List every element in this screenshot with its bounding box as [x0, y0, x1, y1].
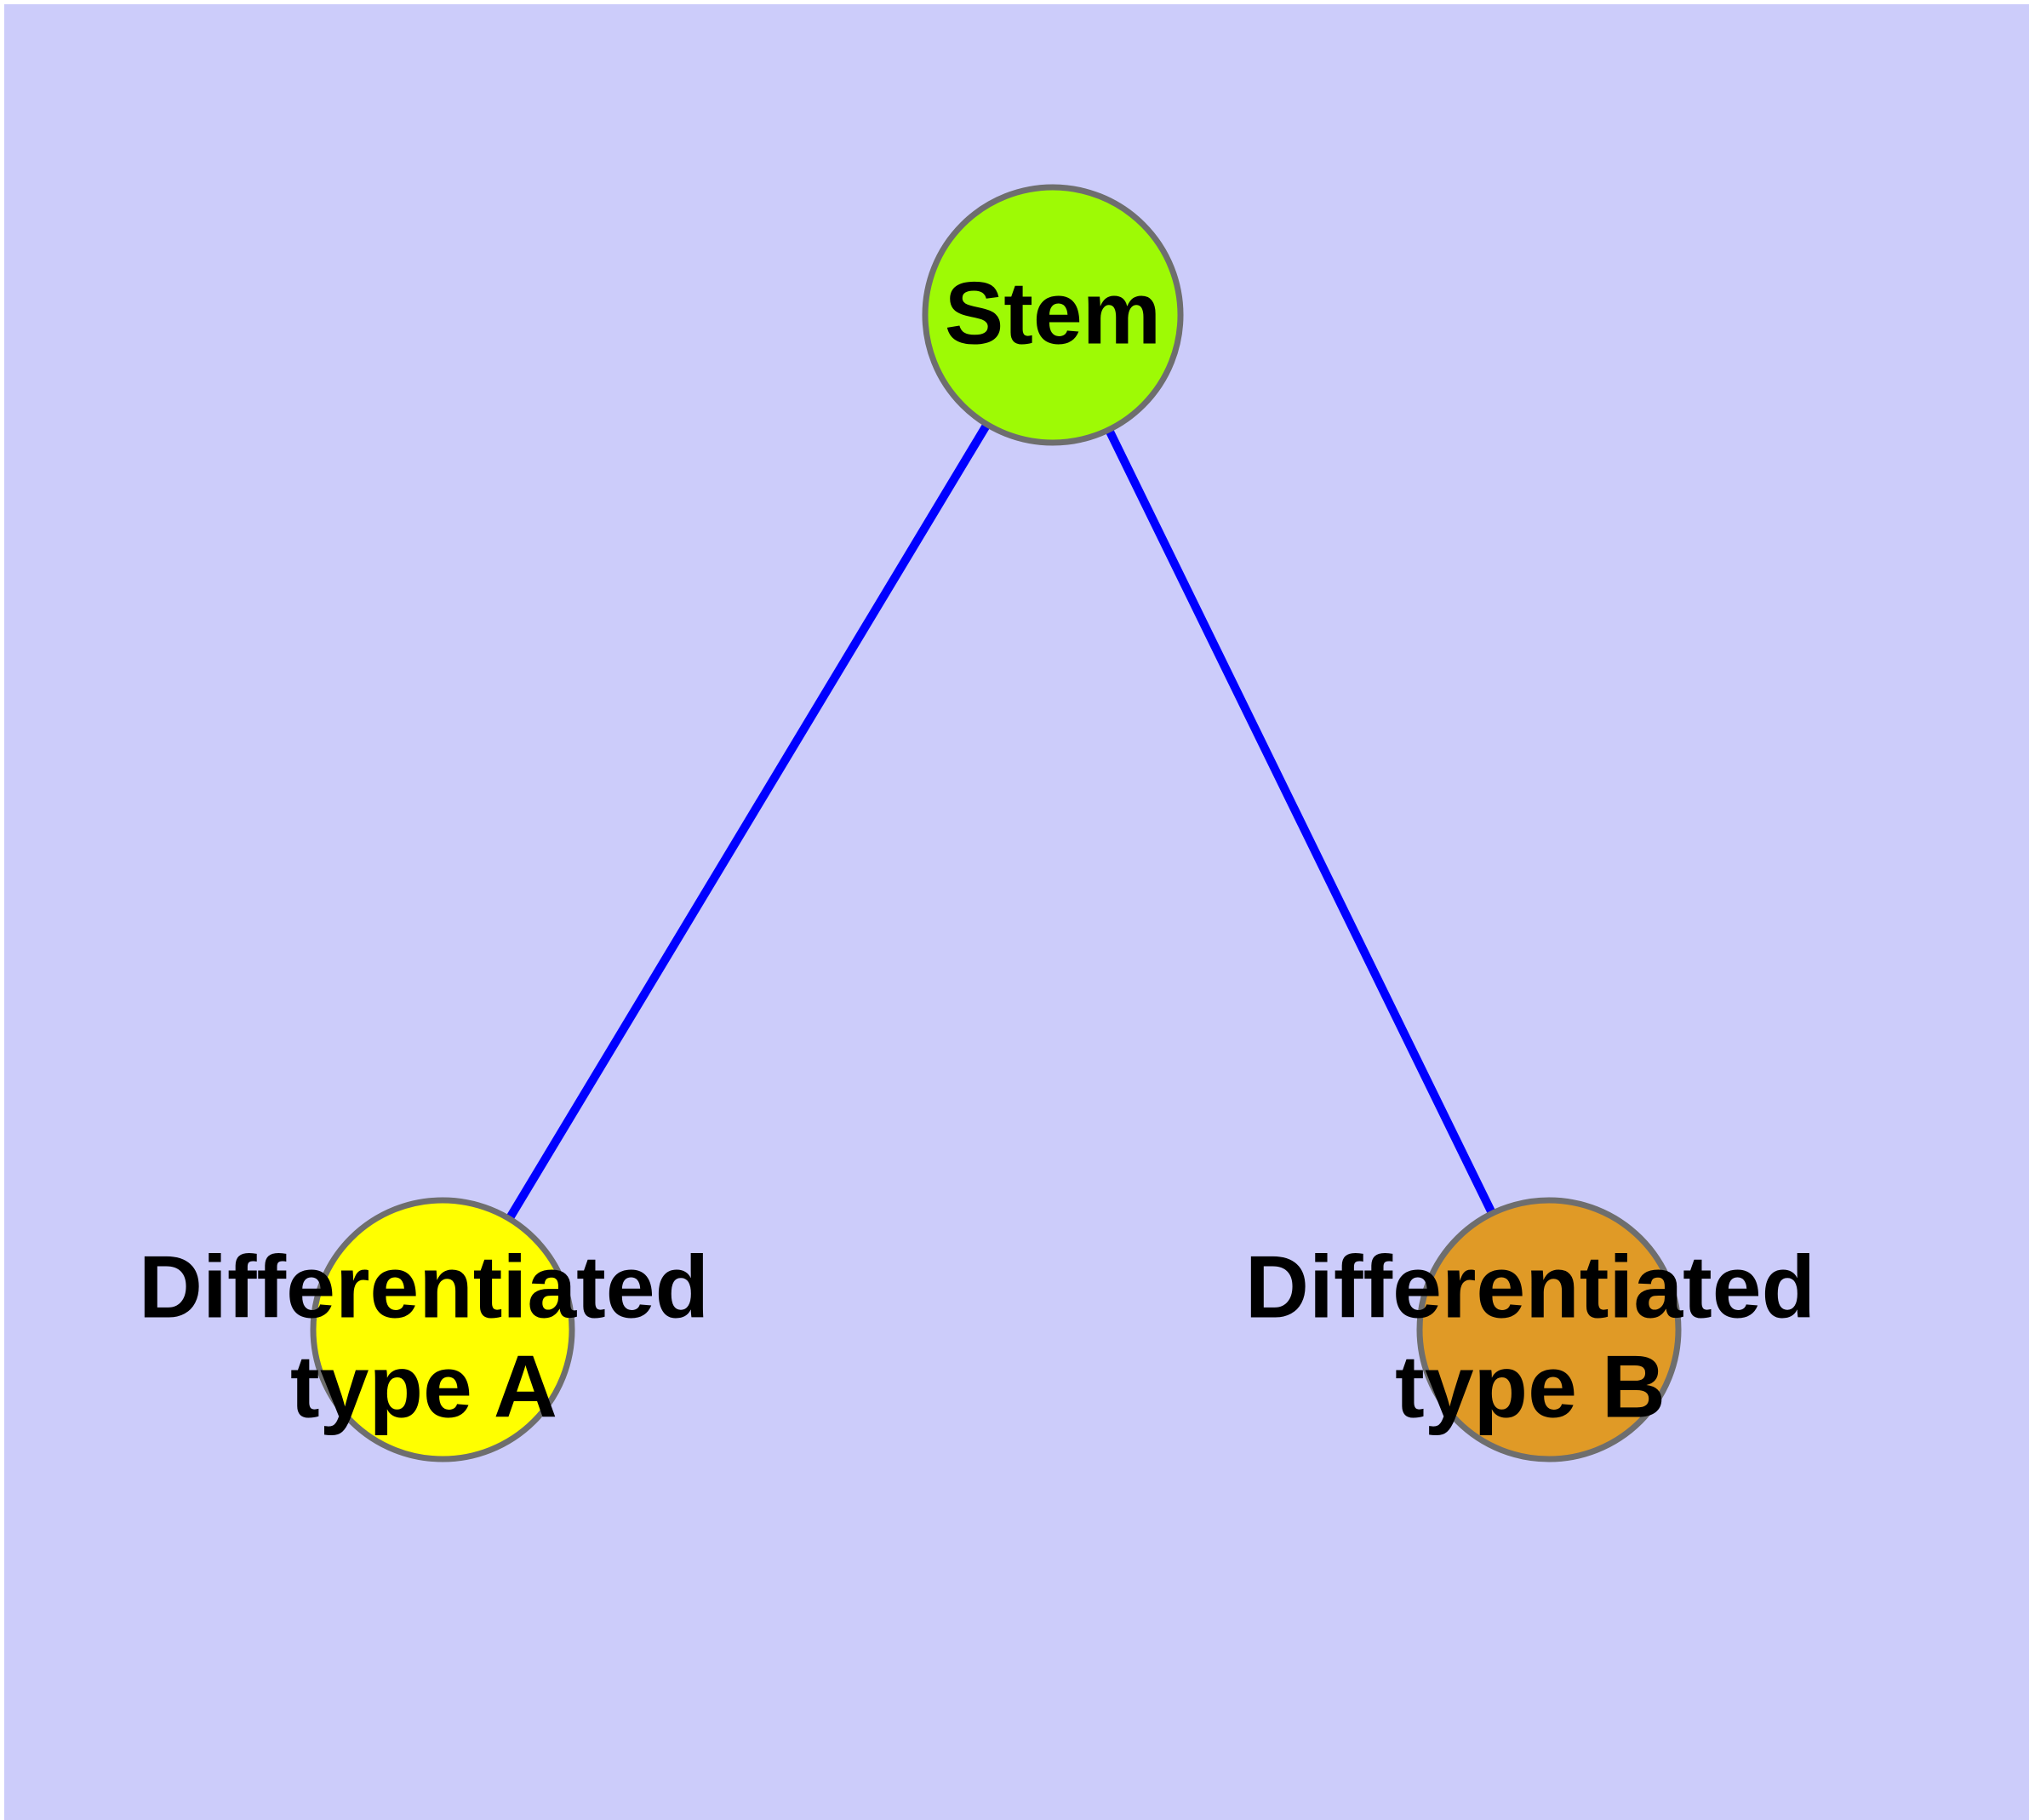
node-stem-circle[interactable] — [922, 184, 1184, 446]
node-stem[interactable]: Stem — [922, 184, 1184, 446]
edge-stem-to-differentiated-type-a[interactable] — [438, 312, 1057, 1332]
node-differentiated-type-b[interactable] — [1416, 1197, 1682, 1462]
node-differentiated-type-b-label-line1: Differentiated — [1245, 1238, 1815, 1336]
edge-stem-to-differentiated-type-b[interactable] — [1049, 312, 1553, 1332]
node-differentiated-type-a-circle[interactable] — [310, 1197, 575, 1462]
node-stem-label: Stem — [945, 264, 1161, 363]
node-differentiated-type-b-label-line2: type B — [1395, 1337, 1666, 1436]
node-differentiated-type-b-circle[interactable] — [1416, 1197, 1682, 1462]
node-differentiated-type-a-label-line2: type A — [290, 1337, 557, 1436]
node-group: Stem Differentiated type A Differentiate… — [139, 184, 1815, 1462]
node-differentiated-type-a[interactable] — [310, 1197, 575, 1462]
node-differentiated-type-a-label-line1: Differentiated — [139, 1238, 709, 1336]
edge-group — [438, 312, 1553, 1332]
